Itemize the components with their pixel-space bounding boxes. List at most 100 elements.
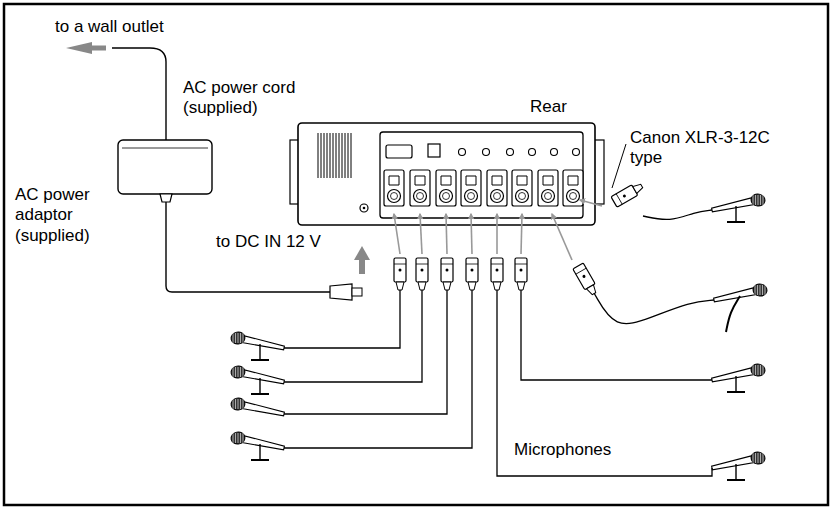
jack-socket (545, 193, 552, 200)
mic-grille (238, 333, 239, 343)
mic-body (243, 336, 284, 350)
mic-grille (758, 453, 759, 463)
mic-stand (735, 206, 736, 222)
jack-socket (391, 193, 398, 200)
vent (348, 133, 349, 178)
knob (507, 149, 514, 156)
mic-grille (762, 285, 763, 295)
mic-stand-base (727, 479, 745, 481)
microphone (230, 331, 284, 360)
mic-grille (755, 453, 756, 463)
mic-grille (238, 399, 239, 409)
xlr-plug (466, 258, 478, 290)
mic-grille (235, 333, 236, 343)
mic-body (712, 456, 753, 470)
mic-grille (243, 367, 244, 377)
mic-grille (763, 195, 764, 205)
xlr-jack (512, 170, 532, 206)
plug-dot (520, 269, 523, 272)
jack-latch (415, 176, 425, 185)
plug-boot (517, 282, 525, 290)
xlr-jack (436, 170, 456, 206)
jack-socket (567, 190, 580, 203)
dc-arrow (354, 246, 370, 260)
plug-boot (493, 282, 501, 290)
mic-head (752, 283, 768, 298)
mic-head (230, 397, 246, 412)
vent (336, 133, 337, 178)
jack-socket (468, 193, 475, 200)
plug-boot (443, 282, 451, 290)
insert-arrow (420, 214, 422, 254)
mic-grille (760, 453, 761, 463)
part-label: Rear (530, 97, 590, 117)
insert-arrow (471, 214, 472, 254)
jack-socket (440, 190, 453, 203)
vent (330, 133, 331, 178)
vent (333, 133, 334, 178)
jack-socket (417, 193, 424, 200)
dc-jack (360, 204, 368, 212)
mic-grille (243, 333, 244, 343)
mic-grille (233, 333, 234, 343)
insert-arrow (521, 214, 522, 254)
dc-arrow (359, 260, 365, 274)
mic-stand (259, 444, 260, 460)
mic-grille (755, 365, 756, 375)
microphone (230, 365, 284, 394)
mic-stand-base (727, 221, 745, 223)
vent (342, 133, 343, 178)
vent (351, 133, 352, 178)
mic-grille (763, 365, 764, 375)
mic-stand-base (727, 391, 745, 393)
frame (4, 4, 828, 505)
plug-ring (491, 264, 503, 265)
plug-ring (466, 264, 478, 265)
xlr-plug (394, 258, 406, 290)
xlr-jack (384, 170, 404, 206)
plug-body (441, 258, 453, 282)
dc-plug-tip (352, 288, 362, 296)
mic-grille (243, 399, 244, 409)
d-sub-connector (386, 145, 412, 158)
microphone (712, 363, 766, 392)
vents (318, 133, 351, 178)
part-label: Microphones (514, 440, 634, 460)
jack-latch (543, 176, 553, 185)
mic-grille (758, 195, 759, 205)
mic-head (230, 431, 246, 446)
mic-grille (238, 367, 239, 377)
mic-grille (235, 367, 236, 377)
knob (551, 149, 558, 156)
jack-latch (441, 176, 451, 185)
rear-panel (380, 132, 583, 218)
mic-head (230, 331, 246, 346)
plug-ring (441, 264, 453, 265)
dc-jack (363, 207, 366, 210)
xlr-jack (538, 170, 558, 206)
mic-cable (284, 290, 447, 414)
plug-boot (396, 282, 404, 290)
mic-grille (755, 285, 756, 295)
mic-stand (259, 378, 260, 394)
insert-arrow (552, 214, 572, 260)
mic-grille (240, 399, 241, 409)
mic-cable (643, 210, 712, 219)
plug-body (491, 258, 503, 282)
jack-socket (443, 193, 450, 200)
plug-body (416, 258, 428, 282)
knob (483, 149, 490, 156)
plug-dot (399, 269, 402, 272)
knob (459, 149, 466, 156)
plug-ring (394, 264, 406, 265)
dc-plug (330, 284, 352, 300)
mic-grille (240, 433, 241, 443)
ac-adaptor (118, 140, 212, 194)
callout-label: to a wall outlet (55, 17, 215, 37)
mic-grille (758, 365, 759, 375)
switch (428, 144, 440, 157)
mic-stand (735, 376, 736, 392)
jack-latch (517, 176, 527, 185)
insert-arrow (394, 214, 400, 254)
